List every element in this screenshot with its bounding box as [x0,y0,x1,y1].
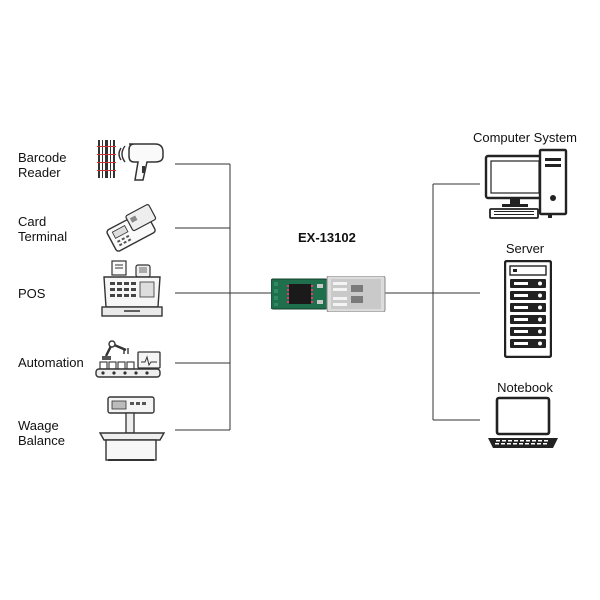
label-pos: POS [18,286,46,301]
server-rack-icon [504,260,552,358]
barcode-reader-icon [97,140,164,181]
usb-adapter-image [271,276,386,312]
ic-chip [289,284,311,304]
label-computer-system: Computer System [472,130,578,145]
label-notebook: Notebook [497,380,553,395]
card-terminal-icon [106,204,157,252]
label-server: Server [505,241,545,256]
label-automation: Automation [18,355,84,370]
pos-register-icon [101,260,163,317]
label-card-terminal: Card Terminal [18,214,68,244]
label-scale: Waage Balance [18,418,65,448]
desktop-computer-icon [484,148,568,219]
automation-robot-icon [95,340,161,378]
scale-icon [98,396,166,461]
laptop-icon [488,396,558,448]
label-barcode-reader: Barcode Reader [18,150,67,180]
product-title: EX-13102 [298,230,356,245]
